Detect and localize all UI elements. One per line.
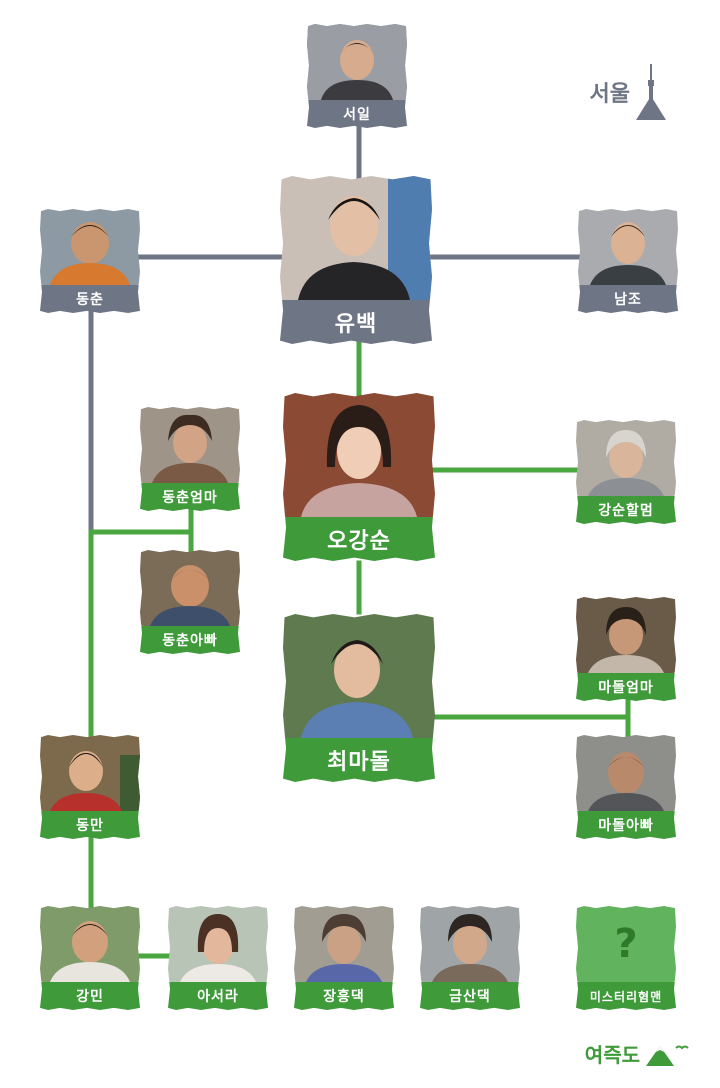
character-card-madol-mom[interactable]: 마돌엄마 [576, 597, 676, 701]
character-name: 마돌엄마 [576, 673, 676, 701]
character-name: 마돌아빠 [576, 811, 676, 839]
character-card-seoil[interactable]: 서일 [307, 24, 407, 128]
seoul-region-label: 서울 [589, 82, 630, 107]
character-card-madol-dad[interactable]: 마돌아빠 [576, 735, 676, 839]
character-name: 최마돌 [283, 738, 435, 782]
portrait-madol-dad [576, 735, 676, 811]
character-name: 아서라 [168, 982, 268, 1010]
portrait-dongchun-dad [140, 550, 240, 626]
yeojudo-region-title: 여즉도 [585, 1039, 692, 1068]
portrait-dongchun [40, 209, 140, 285]
character-name: 동만 [40, 811, 140, 839]
portrait-namjo [578, 209, 678, 285]
character-name: 서일 [307, 100, 407, 128]
character-name: 장흥댁 [294, 982, 394, 1010]
character-name: 동춘엄마 [140, 483, 240, 511]
character-name: 동춘아빠 [140, 626, 240, 654]
portrait-seoil [307, 24, 407, 100]
seoul-region-title: 서울 [590, 64, 668, 120]
character-name: 동춘 [40, 285, 140, 313]
portrait-dongchun-mom [140, 407, 240, 483]
portrait-aseora [168, 906, 268, 982]
character-card-dongchun-mom[interactable]: 동춘엄마 [140, 407, 240, 511]
character-card-geumsandae[interactable]: 금산댁 [420, 906, 520, 1010]
portrait-madol-mom [576, 597, 676, 673]
character-card-aseora[interactable]: 아서라 [168, 906, 268, 1010]
character-card-gangmin[interactable]: 강민 [40, 906, 140, 1010]
portrait-ohgangsun [283, 393, 435, 517]
portrait-dongman [40, 735, 140, 811]
portrait-yubaek [280, 176, 432, 300]
character-name: 강민 [40, 982, 140, 1010]
character-name: 금산댁 [420, 982, 520, 1010]
character-name: 강순할멈 [576, 496, 676, 524]
question-mark-icon: ? [614, 921, 638, 967]
character-card-dongchun[interactable]: 동춘 [40, 209, 140, 313]
character-card-dongman[interactable]: 동만 [40, 735, 140, 839]
portrait-mystery-man: ? [576, 906, 676, 982]
yeojudo-region-label: 여즉도 [584, 1043, 640, 1067]
character-card-namjo[interactable]: 남조 [578, 209, 678, 313]
character-name: 미스터리혐맨 [576, 982, 676, 1010]
portrait-choemadol [283, 614, 435, 738]
portrait-geumsandae [420, 906, 520, 982]
portrait-gangsun-grandma [576, 420, 676, 496]
character-card-yubaek[interactable]: 유백 [280, 176, 432, 344]
portrait-gangmin [40, 906, 140, 982]
character-card-dongchun-dad[interactable]: 동춘아빠 [140, 550, 240, 654]
character-name: 남조 [578, 285, 678, 313]
character-name: 유백 [280, 300, 432, 344]
portrait-janghongdae [294, 906, 394, 982]
character-card-mystery-man[interactable]: ? 미스터리혐맨 [576, 906, 676, 1010]
character-name: 오강순 [283, 517, 435, 561]
mountain-bird-icon [646, 1045, 689, 1066]
character-card-choemadol[interactable]: 최마돌 [283, 614, 435, 782]
character-card-ohgangsun[interactable]: 오강순 [283, 393, 435, 561]
namsan-tower-icon [636, 64, 666, 120]
character-card-janghongdae[interactable]: 장흥댁 [294, 906, 394, 1010]
character-card-gangsun-grandma[interactable]: 강순할멈 [576, 420, 676, 524]
